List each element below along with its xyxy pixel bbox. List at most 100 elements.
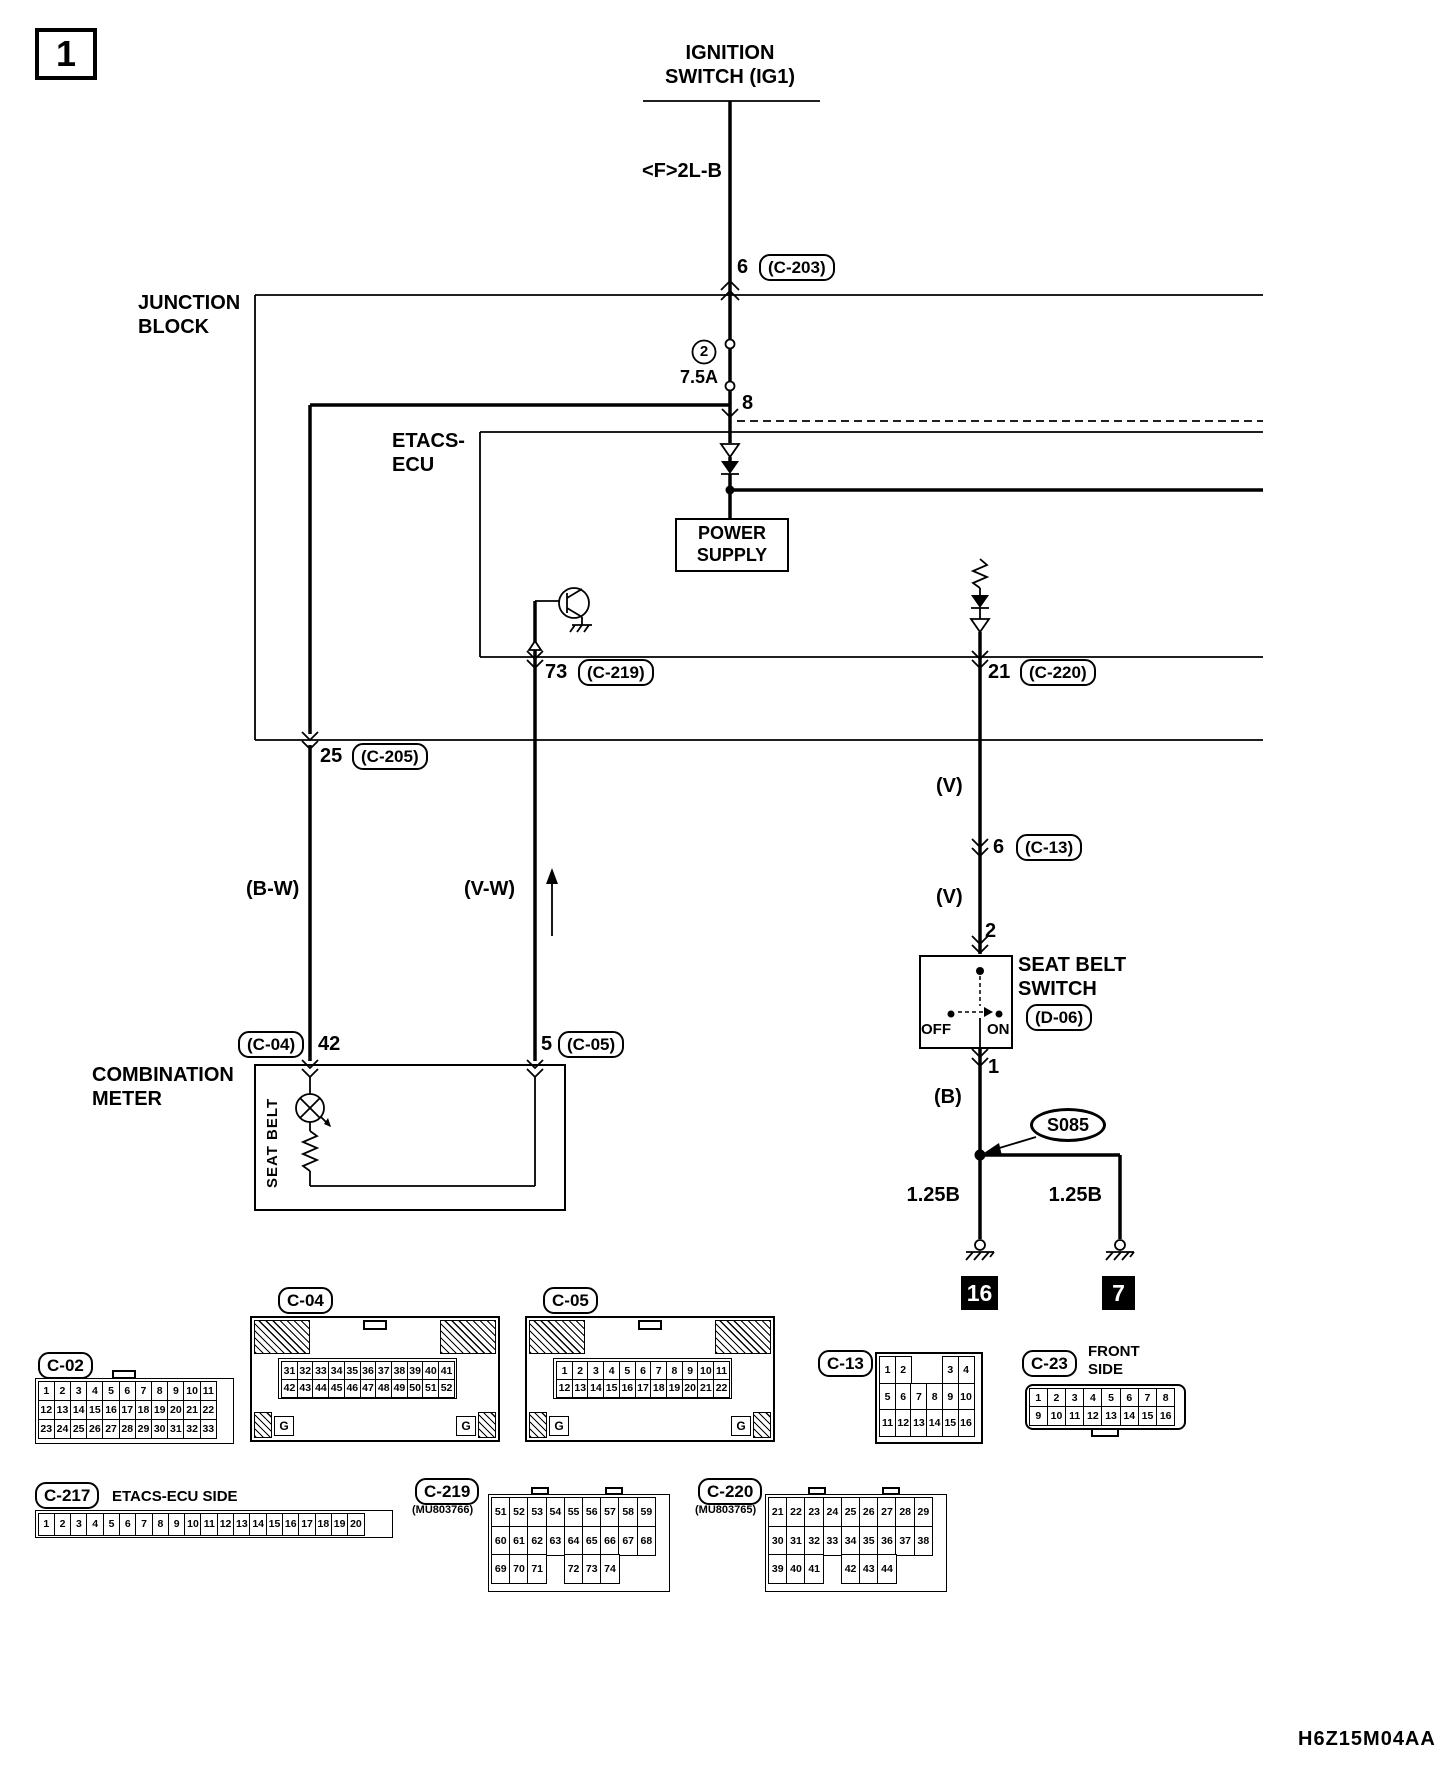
- pin-cell: 63: [545, 1525, 566, 1556]
- splice-ref-s085: S085: [1030, 1108, 1106, 1142]
- pin-cell: 57: [600, 1497, 620, 1527]
- ground-icon: [1105, 1239, 1135, 1261]
- pin-cell: 54: [545, 1497, 566, 1527]
- c219-connector-ref: (C-219): [578, 659, 654, 687]
- ignition-switch-label-line2: SWITCH (IG1): [665, 66, 795, 88]
- combination-meter-label-line1: COMBINATION: [92, 1064, 234, 1086]
- pin-cell: 20: [681, 1378, 699, 1398]
- pin-cell: 15: [603, 1378, 621, 1398]
- pin-cell: 69: [491, 1554, 511, 1585]
- seat-belt-lamp-label: SEAT BELT: [264, 1097, 281, 1188]
- splice-dot: [974, 1149, 986, 1161]
- c23-note-line2: SIDE: [1088, 1361, 1124, 1378]
- pin-cell: 16: [281, 1512, 300, 1536]
- resistor-icon: [970, 558, 990, 619]
- pin-cell: 8: [665, 1361, 683, 1380]
- pin-cell: 49: [390, 1378, 408, 1398]
- pin-cell: 3: [70, 1512, 88, 1536]
- pin-cell: 72: [563, 1554, 584, 1585]
- connector-label-c02: C-02: [38, 1352, 93, 1380]
- hatch-block: [529, 1320, 585, 1354]
- pin-cell: 7: [650, 1361, 668, 1380]
- current-flow-arrow-icon: [546, 868, 558, 936]
- pin-cell: 2: [53, 1512, 72, 1536]
- diode-icon: [971, 595, 989, 608]
- switch-out-pin: 1: [988, 1056, 1000, 1078]
- c205-pin-number: 25: [320, 745, 343, 767]
- pin-cell: 38: [390, 1361, 408, 1380]
- pin-cell: 2: [894, 1356, 912, 1384]
- pin-cell: 6: [1119, 1387, 1140, 1408]
- connector-tab: [808, 1487, 826, 1495]
- pin-cell: 12: [894, 1409, 912, 1438]
- pin-cell: 12: [556, 1378, 573, 1398]
- pin-cell: 38: [913, 1525, 934, 1556]
- pin-cell: 41: [438, 1361, 456, 1380]
- hatch-block: [753, 1412, 771, 1438]
- pin-cell: 10: [957, 1382, 975, 1411]
- pin-cell: 9: [167, 1512, 186, 1536]
- etacs-box-outline: [479, 420, 1263, 658]
- c203-connector-ref: (C-203): [759, 254, 835, 282]
- pin-cell: 15: [265, 1512, 284, 1536]
- fuse-number: 2: [699, 343, 709, 360]
- etacs-label-line2: ECU: [392, 454, 435, 476]
- resistor-icon: [300, 1130, 320, 1172]
- connector-label-c217: C-217: [35, 1482, 100, 1510]
- pin-cell: 23: [804, 1497, 824, 1527]
- wire-color-v-upper: (V): [936, 775, 963, 797]
- pin-cell: 52: [509, 1497, 529, 1527]
- c04-connector-ref: (C-04): [238, 1031, 305, 1059]
- pin-cell: 20: [167, 1399, 185, 1421]
- pin-cell: 19: [330, 1512, 349, 1536]
- pin-cell: 65: [582, 1525, 602, 1556]
- wire-color-bw: (B-W): [246, 878, 300, 900]
- pin-cell: 21: [183, 1399, 201, 1421]
- connector-tab: [531, 1487, 549, 1495]
- pin-cell: 68: [636, 1525, 657, 1556]
- c23-note-line1: FRONT: [1088, 1343, 1140, 1360]
- pin-cell: 18: [134, 1399, 153, 1421]
- pin-cell: 28: [895, 1497, 915, 1527]
- pin-cell: 7: [135, 1512, 153, 1536]
- pin-cell: 42: [840, 1554, 861, 1585]
- pin-cell: 31: [786, 1525, 806, 1556]
- pin-cell: 17: [298, 1512, 316, 1536]
- pin-cell: 67: [618, 1525, 638, 1556]
- hatch-block: [440, 1320, 496, 1354]
- pin-cell: 19: [150, 1399, 169, 1421]
- pin-cell: 19: [665, 1378, 683, 1398]
- pin-cell: 9: [941, 1382, 959, 1411]
- pin-cell: [926, 1356, 943, 1384]
- seat-belt-switch-label-line2: SWITCH: [1018, 978, 1097, 1000]
- pin-cell: 16: [1155, 1406, 1176, 1427]
- pin-cell: 32: [183, 1418, 201, 1440]
- pin-cell: 45: [328, 1378, 346, 1398]
- pin-cell: 13: [1101, 1406, 1121, 1427]
- pin-cell: 73: [582, 1554, 602, 1585]
- c13-connector-ref: (C-13): [1016, 834, 1083, 862]
- pin-cell: 23: [37, 1418, 55, 1440]
- connector-tab: [882, 1487, 900, 1495]
- pin-cell: 29: [913, 1497, 934, 1527]
- etacs-internal-circuit: [527, 443, 1263, 1061]
- pin-cell: 34: [840, 1525, 861, 1556]
- c203-pin-number: 6: [737, 256, 749, 278]
- ground-point-16: 16: [961, 1276, 998, 1310]
- pin-cell: 29: [134, 1418, 153, 1440]
- pin-cell: 2: [53, 1380, 72, 1401]
- pin-cell: 13: [910, 1409, 928, 1438]
- connector-label-c05: C-05: [543, 1287, 598, 1315]
- junction-block-outline: [254, 294, 1263, 741]
- pin-cell: 40: [786, 1554, 806, 1585]
- pin-cell: 16: [618, 1378, 636, 1398]
- pin-cell: 8: [926, 1382, 944, 1411]
- pin-cell: 12: [216, 1512, 235, 1536]
